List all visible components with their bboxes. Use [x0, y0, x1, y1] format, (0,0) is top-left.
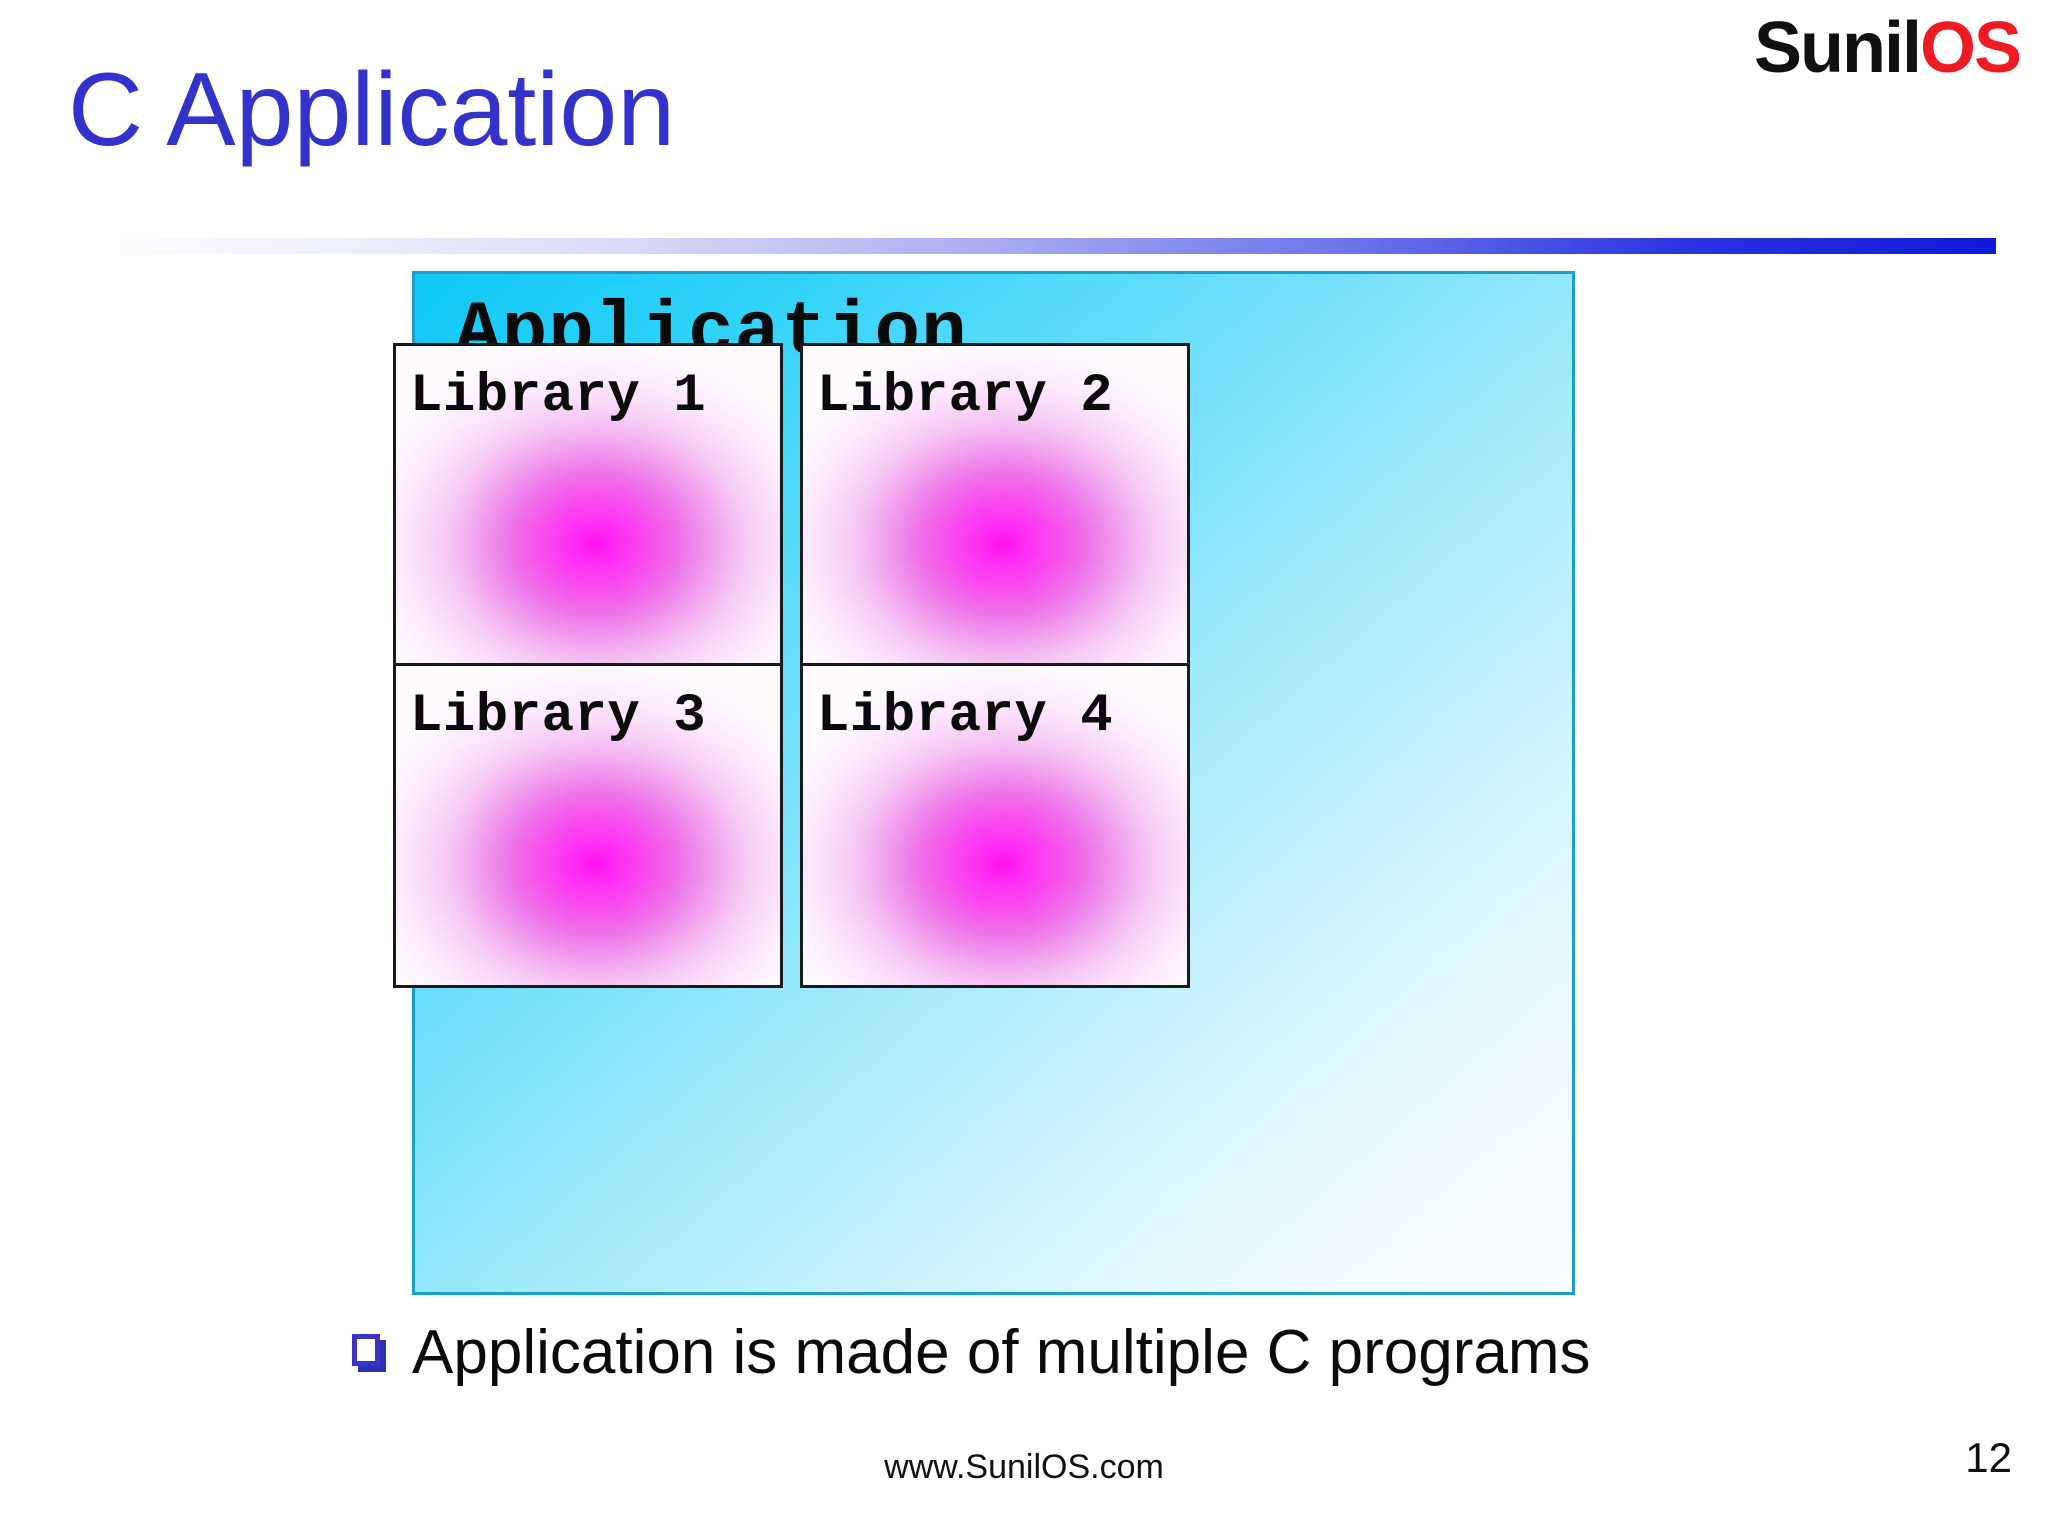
sunilos-logo: SunilOS — [1754, 12, 2022, 84]
library-box: Library 2 — [800, 343, 1190, 668]
bullet-list-item: Application is made of multiple C progra… — [352, 1322, 1591, 1384]
logo-text-os: OS — [1919, 8, 2022, 88]
page-number: 12 — [1965, 1434, 2012, 1481]
application-container-box: Application Library 1 Library 2 Library … — [393, 271, 1575, 1295]
library-grid: Library 1 Library 2 Library 3 Library 4 — [393, 274, 1572, 1292]
library-box: Library 3 — [393, 663, 783, 988]
library-box-label: Library 2 — [817, 366, 1114, 427]
library-box-label: Library 3 — [410, 686, 707, 747]
footer-url: www.SunilOS.com — [884, 1448, 1164, 1486]
library-box-label: Library 4 — [817, 686, 1114, 747]
bullet-item-text: Application is made of multiple C progra… — [412, 1318, 1591, 1387]
library-box-label: Library 1 — [410, 366, 707, 427]
library-box: Library 1 — [393, 343, 783, 668]
logo-text-sunil: Sunil — [1753, 8, 1922, 88]
page-title: C Application — [68, 52, 676, 168]
title-divider-bar — [78, 238, 1996, 254]
library-box: Library 4 — [800, 663, 1190, 988]
hollow-square-bullet-icon — [352, 1334, 386, 1372]
